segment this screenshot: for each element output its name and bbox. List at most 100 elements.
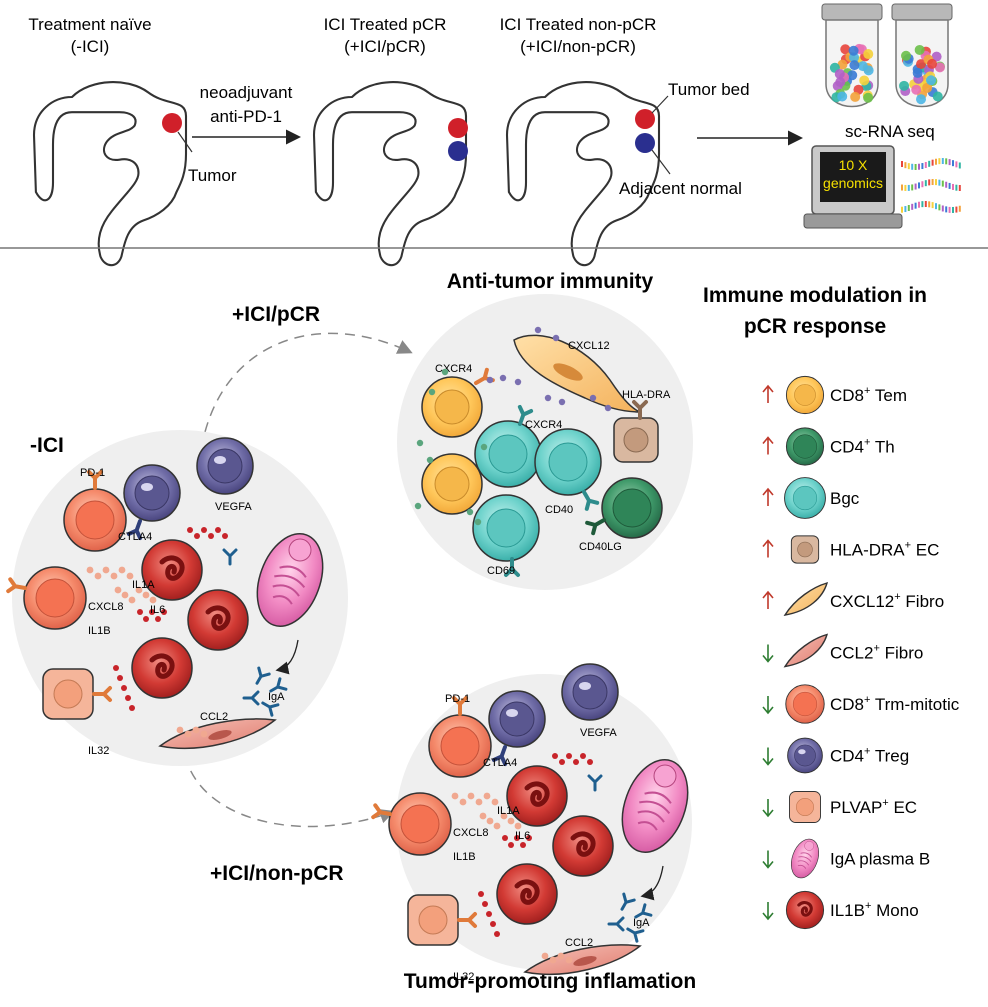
- adjacent-normal-dot-blue: [448, 141, 468, 161]
- cd40-label: CD40: [545, 504, 573, 516]
- legend: Immune modulation in pCR response CD8+ T…: [703, 284, 960, 931]
- il6-label: IL6: [515, 830, 530, 842]
- plvap-ec-icon: [789, 791, 821, 823]
- legend-item: CD8+ Trm-mitotic: [762, 684, 960, 724]
- legend-item: CD4+ Th: [762, 427, 895, 466]
- cd4-treg-cell: [488, 690, 546, 748]
- ccl2-label: CCL2: [565, 937, 593, 949]
- bgc-cell-3: [472, 494, 540, 562]
- il32-label: IL32: [88, 745, 109, 757]
- up-arrow-icon: [762, 539, 774, 558]
- hla-dra-label: HLA-DRA: [622, 389, 671, 401]
- legend-item-label: CCL2+ Fibro: [830, 643, 923, 663]
- ici-label: -ICI: [30, 434, 64, 457]
- legend-item: PLVAP+ EC: [762, 791, 917, 823]
- cd4-treg-cell: [123, 464, 181, 522]
- tumor-dot-red: [162, 113, 182, 133]
- cxcl8-label: CXCL8: [453, 827, 488, 839]
- tumor-bed-dot-red: [448, 118, 468, 138]
- genomics-label-line2: genomics: [823, 175, 883, 191]
- anti-tumor-title: Anti-tumor immunity: [447, 270, 654, 293]
- cxcl12-fibro-icon: [783, 581, 829, 616]
- cd4-treg-cell-2: [196, 437, 254, 495]
- legend-item: CXCL12+ Fibro: [762, 581, 944, 616]
- cd4-th-cell-icon: [785, 427, 825, 466]
- bgc-cell-2: [534, 428, 602, 496]
- treatment-naive-title: Treatment naïve: [28, 15, 151, 34]
- cd8-trm-mitotic-cell-2: [388, 792, 452, 856]
- cd8-trm-mitotic-icon: [785, 684, 825, 724]
- adjacent-normal-label: Adjacent normal: [619, 179, 742, 198]
- legend-title-line2: pCR response: [744, 315, 886, 338]
- sequencer-machine-icon: 10 X genomics: [803, 145, 903, 229]
- il1b-mono-cell: [507, 766, 567, 826]
- legend-item-label: CD8+ Tem: [830, 385, 907, 405]
- legend-item-label: IL1B+ Mono: [830, 900, 919, 920]
- legend-item: CCL2+ Fibro: [762, 633, 923, 668]
- plvap-ec-cell: [42, 668, 94, 720]
- up-arrow-icon: [762, 487, 774, 506]
- top-panel: Treatment naïve (-ICI) Tumor neoadjuvant…: [0, 3, 988, 267]
- legend-item: CD8+ Tem: [762, 375, 907, 415]
- legend-item-label: CD4+ Treg: [830, 746, 909, 766]
- down-arrow-icon: [762, 902, 774, 921]
- pcr-title: ICI Treated pCR: [324, 15, 447, 34]
- cxcl8-label: CXCL8: [88, 601, 123, 613]
- legend-item-label: CD8+ Trm-mitotic: [830, 694, 960, 714]
- hla-dra-ec-icon: [790, 535, 820, 564]
- legend-item-label: CD4+ Th: [830, 437, 895, 457]
- legend-item: Bgc: [762, 477, 860, 519]
- anti-pd1-label: anti-PD-1: [210, 107, 282, 126]
- iga-plasma-b-icon: [785, 834, 825, 883]
- pd1-label: PD-1: [80, 467, 105, 479]
- tumor-promoting-title: Tumor-promoting inflamation: [404, 970, 696, 993]
- sample-tube-icon: [821, 3, 883, 108]
- il1b-mono-cell: [142, 540, 202, 600]
- flow-arrows: [184, 332, 413, 828]
- legend-item-label: HLA-DRA+ EC: [830, 540, 939, 560]
- il6-label: IL6: [150, 604, 165, 616]
- il1a-label: IL1A: [132, 579, 155, 591]
- cd4-th-cell: [601, 477, 663, 539]
- scrnaseq-label: sc-RNA seq: [845, 122, 935, 141]
- nonpcr-title: ICI Treated non-pCR: [500, 15, 657, 34]
- hla-dra-ec-cell: [613, 417, 659, 463]
- il1b-mono-cell-3: [497, 864, 557, 924]
- pcr-subtitle: (+ICI/pCR): [344, 37, 426, 56]
- colon-pcr-icon: [312, 81, 468, 267]
- cd8-trm-mitotic-cell: [63, 488, 127, 552]
- genomics-label-line1: 10 X: [839, 157, 868, 173]
- cd8-tem-cell-1: [421, 376, 483, 438]
- tumor-label: Tumor: [188, 166, 237, 185]
- up-arrow-icon: [762, 384, 774, 403]
- anti-tumor-cell-circle: CXCL12 CXCR4 CXCR4 CD40 CD69 CD40LG HLA-…: [397, 294, 693, 590]
- iga-label: IgA: [633, 917, 650, 929]
- cd8-trm-mitotic-cell: [428, 714, 492, 778]
- colon-naive-icon: [32, 81, 188, 267]
- cd4-treg-cell-2: [561, 663, 619, 721]
- legend-item: IgA plasma B: [762, 834, 930, 883]
- legend-item-label: Bgc: [830, 489, 860, 508]
- plvap-ec-cell: [407, 894, 459, 946]
- il1b-mono-cell-3: [132, 638, 192, 698]
- down-arrow-icon: [762, 644, 774, 663]
- legend-item-label: CXCL12+ Fibro: [830, 591, 944, 611]
- vegfa-label: VEGFA: [580, 727, 617, 739]
- legend-item: HLA-DRA+ EC: [762, 535, 939, 564]
- cxcr4-label-1: CXCR4: [435, 363, 472, 375]
- legend-title-line1: Immune modulation in: [703, 284, 927, 307]
- adjacent-normal-dot-blue-2: [635, 133, 655, 153]
- cxcr4-label-2: CXCR4: [525, 419, 562, 431]
- il1b-mono-icon: [784, 889, 826, 931]
- neoadjuvant-label: neoadjuvant: [200, 83, 293, 102]
- pd1-label: PD-1: [445, 693, 470, 705]
- legend-item-label: IgA plasma B: [830, 850, 930, 869]
- cd4-treg-icon: [787, 737, 823, 774]
- ccl2-fibro-icon: [783, 633, 829, 668]
- il1b-label: IL1B: [88, 625, 111, 637]
- colon-nonpcr-icon: [505, 81, 661, 267]
- cd69-label: CD69: [487, 565, 515, 577]
- sequence-reads-icon: [901, 158, 961, 213]
- pcr-arrow-label: +ICI/pCR: [232, 303, 320, 326]
